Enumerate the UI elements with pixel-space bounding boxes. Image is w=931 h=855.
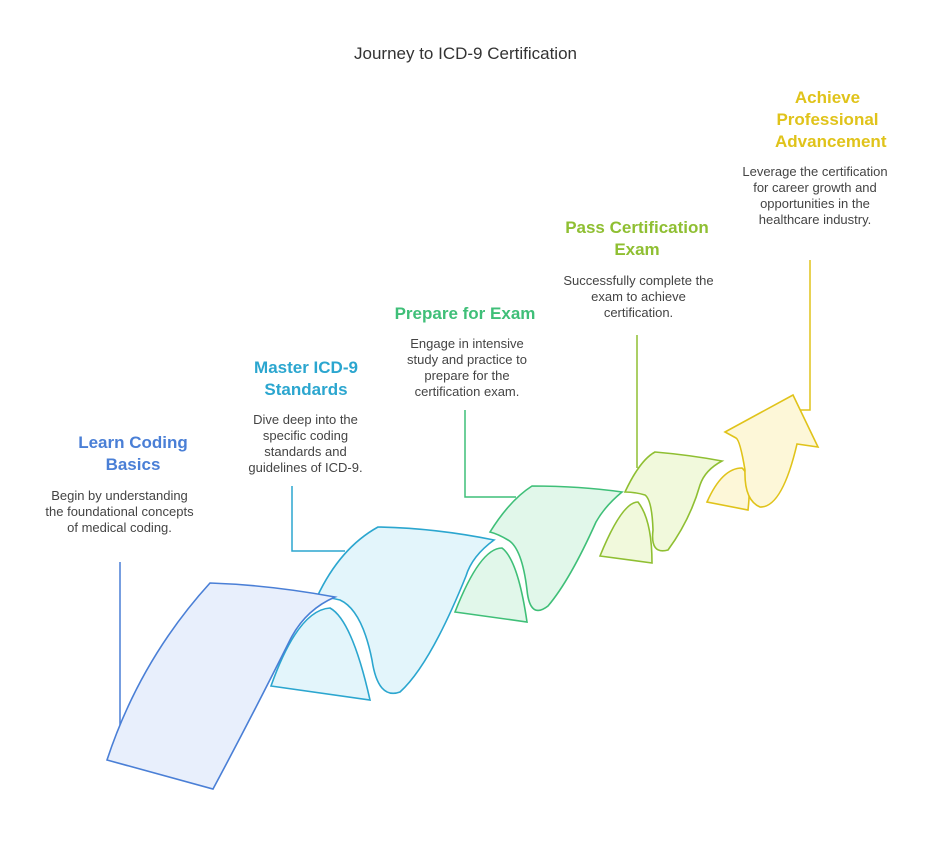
arrow-step-5: [705, 467, 750, 511]
step-5-title: Achieve Professional Advancement: [775, 88, 887, 151]
diagram-title: Journey to ICD-9 Certification: [354, 44, 577, 63]
step-2-title: Master ICD-9 Standards: [254, 358, 358, 399]
ribbon-fold-step-4: [598, 501, 653, 564]
ribbon-step-2: [315, 526, 496, 695]
step-1-description: Begin by understanding the foundational …: [45, 488, 194, 535]
arrowhead-step-5: [723, 393, 820, 508]
step-3-title: Prepare for Exam: [394, 304, 536, 323]
step-5-description: Leverage the certification for career gr…: [742, 164, 888, 227]
ribbon-step-1: [105, 582, 338, 790]
connector-line-2: [291, 486, 345, 552]
step-3-description: Engage in intensive study and practice t…: [407, 336, 527, 399]
ribbon-step-3: [488, 485, 624, 612]
ribbon-step-4: [623, 451, 725, 552]
step-1-title: Learn Coding Basics: [78, 433, 188, 474]
step-4-description: Successfully complete the exam to achiev…: [563, 273, 714, 320]
connector-line-3: [464, 410, 516, 498]
step-4-title: Pass Certification Exam: [565, 218, 709, 259]
ribbon-fold-step-3: [453, 547, 528, 623]
ribbon-fold-step-2: [269, 607, 372, 701]
step-2-description: Dive deep into the specific coding stand…: [248, 412, 363, 475]
connector-line-5: [795, 260, 811, 411]
